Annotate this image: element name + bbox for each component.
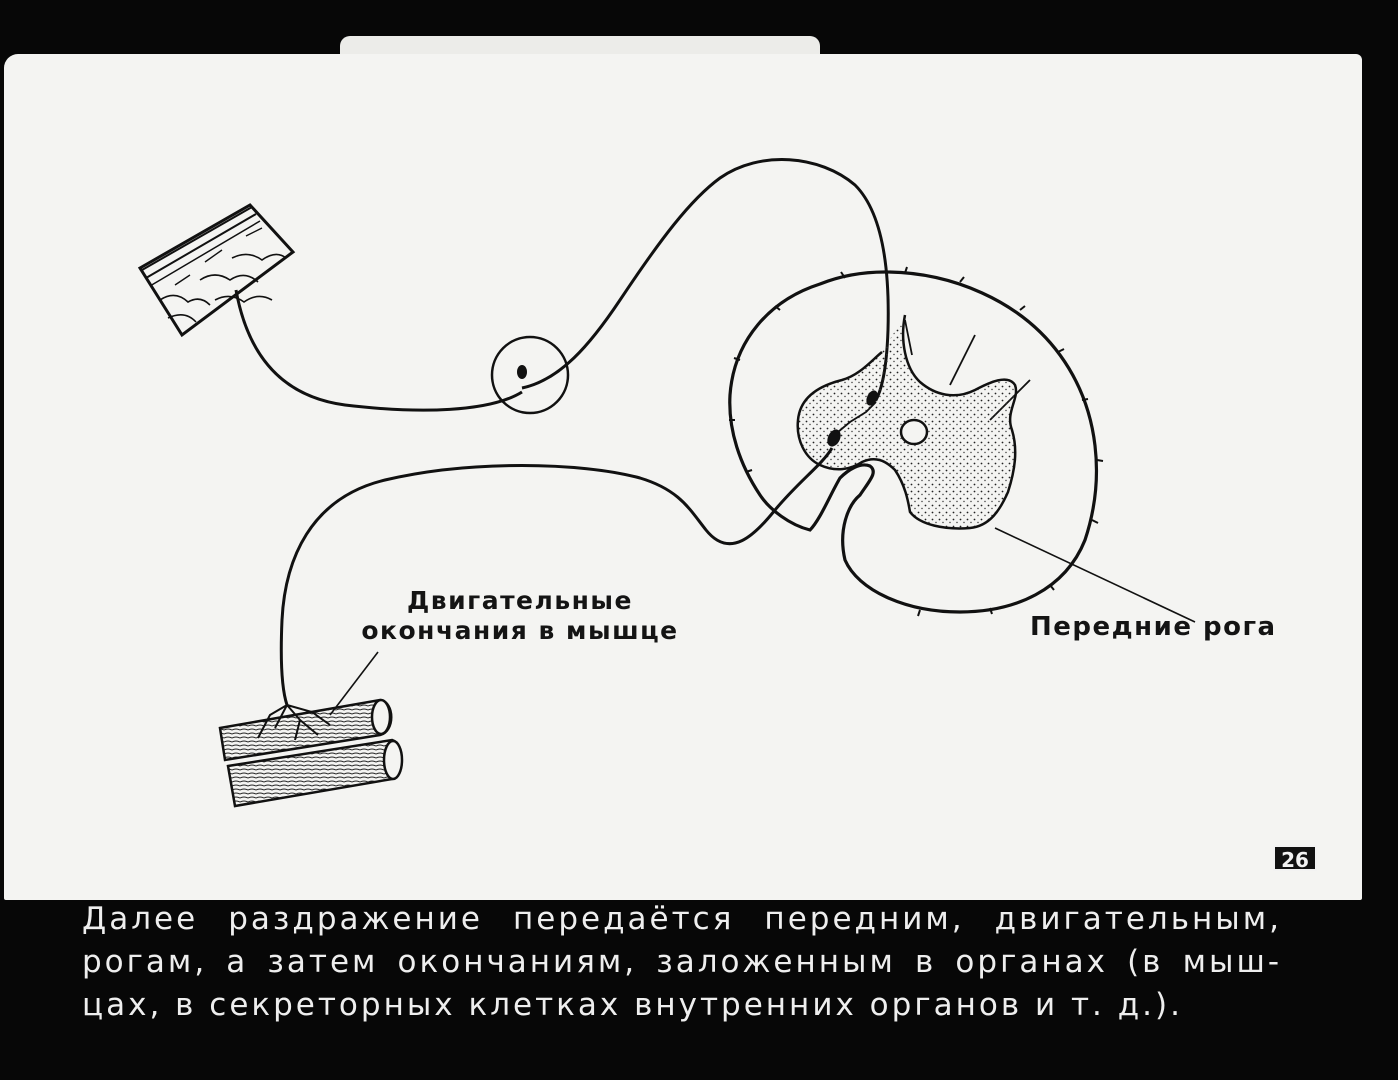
skin-tissue-fragment	[137, 203, 296, 338]
film-edge-strip	[340, 36, 820, 58]
motor-endings-label-line2: окончания в мышце	[361, 616, 679, 645]
sensory-neuron-body	[517, 365, 527, 379]
spinal-cord-cross-section	[728, 266, 1196, 623]
sensory-root-fiber	[521, 158, 890, 401]
motor-nerve-fiber	[279, 447, 834, 706]
muscle-fibers	[218, 651, 404, 808]
caption-line-2: рогам, а затем окончаниям, заложенным в …	[82, 944, 1282, 980]
motor-endings-label-line1: Двигательные	[407, 586, 633, 615]
caption-line-1: Далее раздражение передаётся передним, д…	[82, 901, 1282, 937]
slide-number-badge: 26	[1273, 845, 1317, 872]
caption-line-3: цах, в секреторных клетках внутренних ор…	[82, 987, 1183, 1023]
central-canal	[899, 418, 929, 446]
spinal-ganglion	[490, 335, 570, 415]
caption-text: Далее раздражение передаётся передним, д…	[82, 898, 1282, 1027]
motor-endings-label: Двигательные окончания в мышце	[330, 586, 710, 646]
anterior-horns-pointer	[994, 527, 1196, 623]
anterior-horns-label: Передние рога	[1030, 612, 1277, 642]
sensory-nerve-fiber	[234, 289, 523, 412]
